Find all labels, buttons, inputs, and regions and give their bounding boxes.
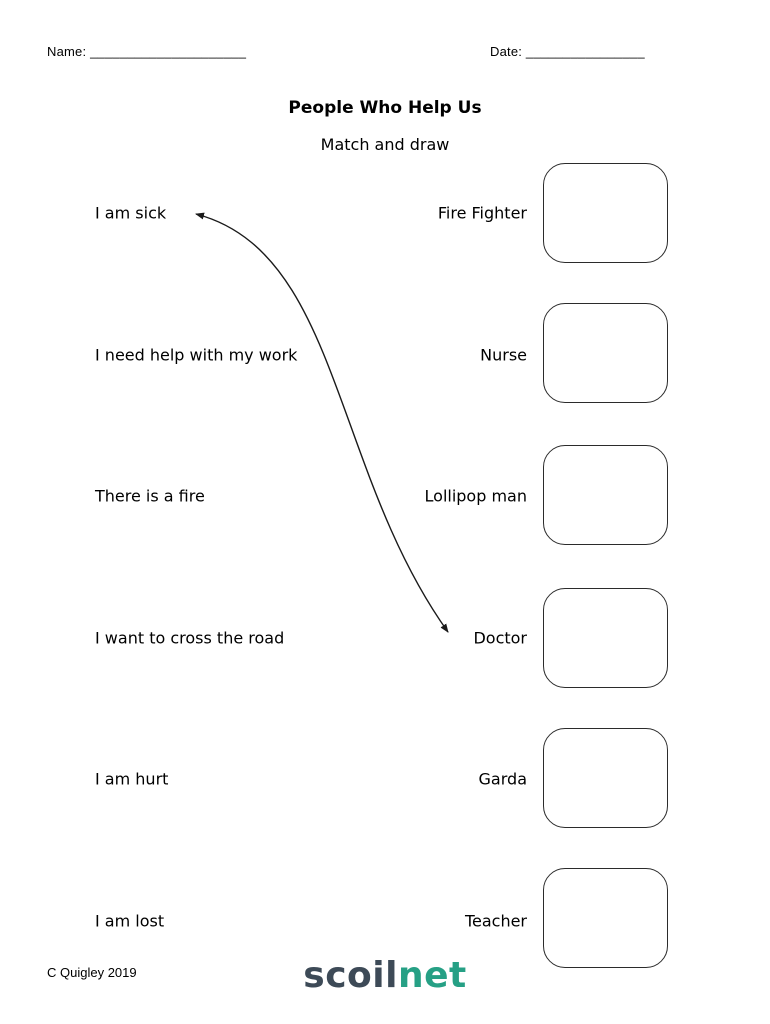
name-field-label: Name: _____________________ bbox=[47, 44, 247, 59]
prompt-i-am-hurt: I am hurt bbox=[95, 769, 169, 789]
helper-fire-fighter: Fire Fighter bbox=[437, 203, 527, 223]
draw-box-lollipop-man bbox=[543, 445, 668, 545]
scoilnet-logo: scoilnet bbox=[0, 955, 770, 996]
draw-box-teacher bbox=[543, 868, 668, 968]
scoilnet-logo-part2: net bbox=[397, 955, 467, 996]
prompt-there-is-a-fire: There is a fire bbox=[95, 486, 205, 506]
scoilnet-logo-part1: scoil bbox=[303, 955, 398, 996]
helper-nurse: Nurse bbox=[480, 345, 527, 365]
draw-box-fire-fighter bbox=[543, 163, 668, 263]
helper-garda: Garda bbox=[478, 769, 527, 789]
credit-text: C Quigley 2019 bbox=[47, 965, 137, 980]
draw-box-nurse bbox=[543, 303, 668, 403]
draw-box-garda bbox=[543, 728, 668, 828]
helper-lollipop-man: Lollipop man bbox=[424, 486, 527, 506]
worksheet-title: People Who Help Us bbox=[288, 98, 482, 118]
prompt-i-am-sick: I am sick bbox=[95, 203, 167, 223]
prompt-i-need-help: I need help with my work bbox=[95, 345, 298, 365]
helper-teacher: Teacher bbox=[464, 911, 527, 931]
draw-box-doctor bbox=[543, 588, 668, 688]
prompt-cross-the-road: I want to cross the road bbox=[95, 628, 285, 648]
prompt-i-am-lost: I am lost bbox=[95, 911, 165, 931]
worksheet-subtitle: Match and draw bbox=[320, 135, 450, 154]
helper-doctor: Doctor bbox=[473, 628, 527, 648]
date-field-label: Date: ________________ bbox=[490, 44, 645, 59]
